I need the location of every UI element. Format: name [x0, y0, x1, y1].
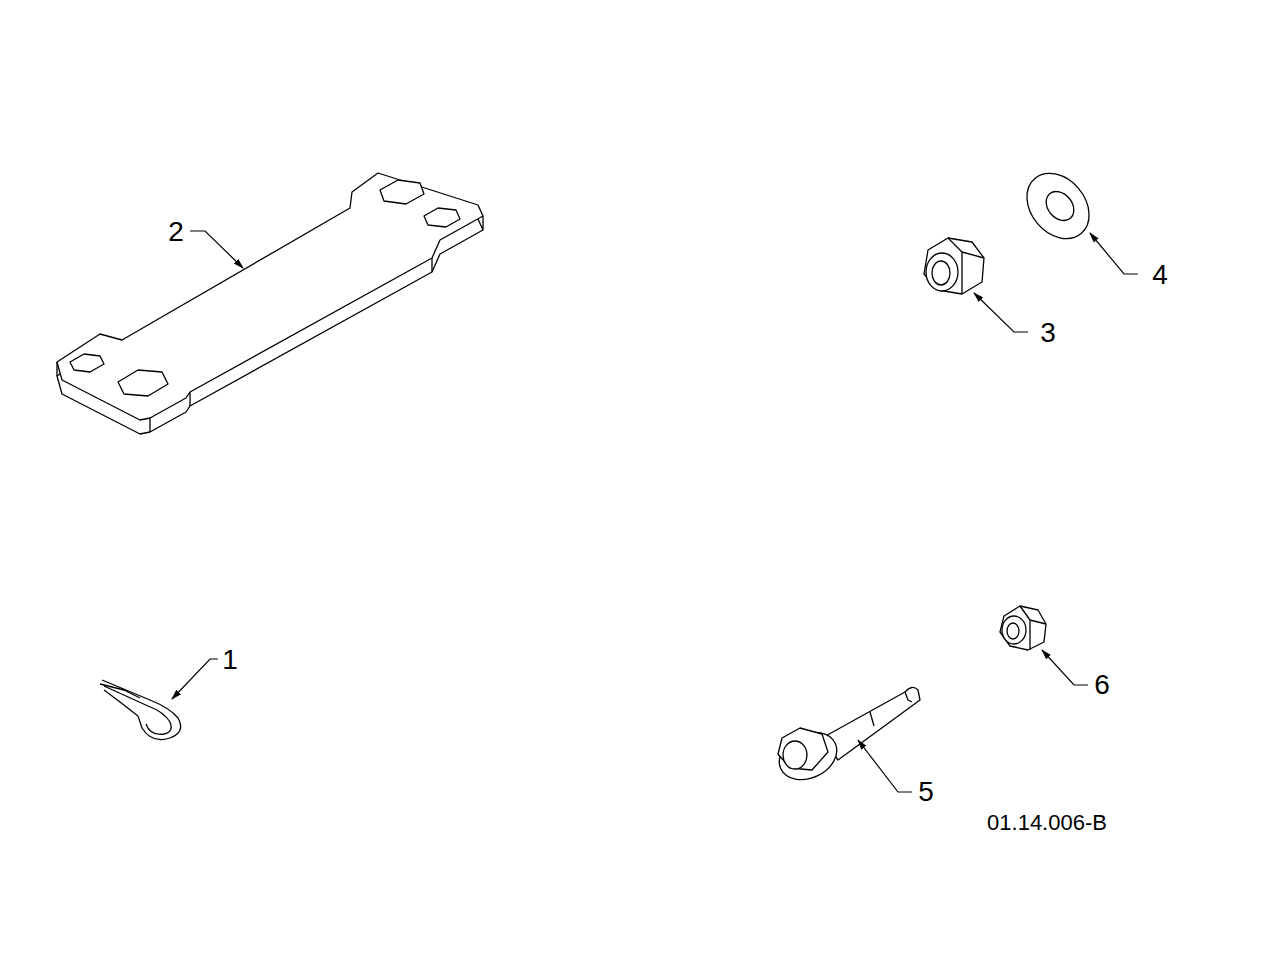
- figure-id: 01.14.006-B: [987, 812, 1107, 834]
- plate: [57, 173, 483, 434]
- small-lock-nut: [1000, 606, 1046, 650]
- callout-number: 4: [1152, 261, 1168, 289]
- callout-number: 2: [168, 218, 184, 246]
- washer: [1014, 161, 1102, 251]
- r-clip: [100, 680, 181, 740]
- callout-number: 5: [918, 778, 934, 806]
- lock-nut: [924, 238, 984, 294]
- callout-number: 3: [1040, 319, 1056, 347]
- leader-lines: [172, 231, 1138, 792]
- callout-number: 1: [222, 646, 238, 674]
- callout-number: 6: [1094, 671, 1110, 699]
- flange-bolt: [772, 687, 920, 788]
